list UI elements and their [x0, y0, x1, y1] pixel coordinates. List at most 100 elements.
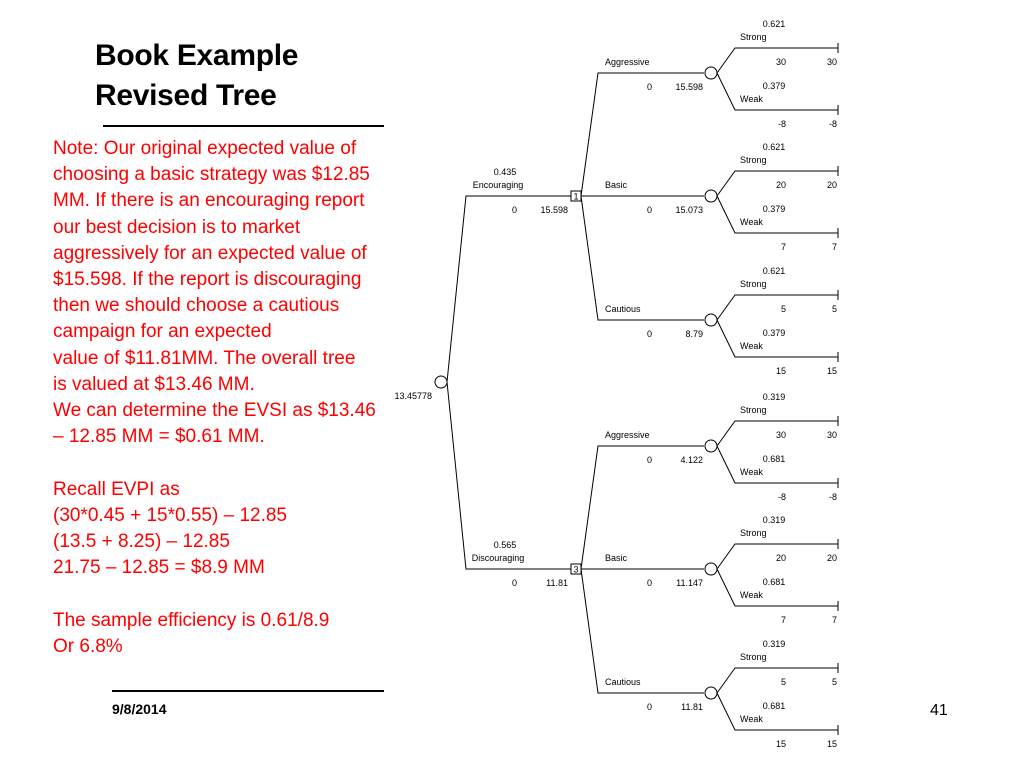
note-line: (13.5 + 8.25) – 12.85: [53, 531, 230, 553]
note-line: The sample efficiency is 0.61/8.9: [53, 609, 330, 631]
outcome-probability-label: 0.319: [763, 515, 786, 525]
outcome-probability-label: 0.681: [763, 577, 786, 587]
report-payoff-label: 0: [512, 578, 517, 588]
outcome-name-label: Strong: [740, 155, 767, 165]
option-payoff-label: 0: [647, 329, 652, 339]
outcome-name-label: Weak: [740, 590, 763, 600]
decision-node-id: 3: [573, 565, 578, 575]
report-value-label: 15.598: [540, 205, 568, 215]
outcome-name-label: Weak: [740, 94, 763, 104]
option-name-label: Aggressive: [605, 430, 650, 440]
note-line: 21.75 – 12.85 = $8.9 MM: [53, 557, 265, 579]
outcome-branch-line: [716, 667, 838, 694]
outcome-name-label: Weak: [740, 341, 763, 351]
outcome-chance-node: [704, 562, 718, 576]
outcome-name-label: Weak: [740, 467, 763, 477]
outcome-payoff-label: 7: [781, 242, 786, 252]
option-branch-line: [580, 445, 704, 570]
note-line: campaign for an expected: [53, 321, 272, 343]
terminal-value-label: 30: [827, 57, 837, 67]
option-payoff-label: 0: [647, 82, 652, 92]
outcome-probability-label: 0.681: [763, 701, 786, 711]
option-name-label: Cautious: [605, 677, 641, 687]
outcome-branch-line: [716, 543, 838, 570]
outcome-name-label: Weak: [740, 217, 763, 227]
slide-title: Book Example Revised Tree: [95, 36, 298, 116]
outcome-probability-label: 0.379: [763, 328, 786, 338]
note-line: choosing a basic strategy was $12.85: [53, 164, 370, 186]
footer-date: 9/8/2014: [112, 701, 167, 717]
report-name-label: Encouraging: [473, 180, 524, 190]
title-line-1: Book Example: [95, 39, 299, 72]
option-value-label: 8.79: [685, 329, 703, 339]
outcome-branch-line: [716, 170, 838, 197]
option-payoff-label: 0: [647, 578, 652, 588]
outcome-probability-label: 0.379: [763, 81, 786, 91]
note-line: our best decision is to market: [53, 216, 301, 238]
outcome-chance-node: [704, 313, 718, 327]
option-branch-line: [580, 195, 704, 321]
report-probability-label: 0.565: [494, 540, 517, 550]
outcome-payoff-label: -8: [778, 492, 786, 502]
outcome-payoff-label: 7: [781, 615, 786, 625]
report-branch-line: [446, 195, 571, 383]
note-line: aggressively for an expected value of: [53, 242, 367, 264]
outcome-payoff-label: 30: [776, 430, 786, 440]
option-payoff-label: 0: [647, 702, 652, 712]
option-value-label: 15.073: [675, 205, 703, 215]
outcome-payoff-label: -8: [778, 119, 786, 129]
outcome-name-label: Strong: [740, 279, 767, 289]
terminal-value-label: 20: [827, 180, 837, 190]
report-value-label: 11.81: [546, 578, 568, 588]
outcome-name-label: Strong: [740, 32, 767, 42]
outcome-payoff-label: 20: [776, 180, 786, 190]
outcome-branch-line: [716, 294, 838, 321]
note-line: is valued at $13.46 MM.: [53, 373, 255, 395]
outcome-branch-line: [716, 47, 838, 74]
note-line: – 12.85 MM = $0.61 MM.: [53, 426, 265, 448]
note-line: (30*0.45 + 15*0.55) – 12.85: [53, 504, 287, 526]
report-payoff-label: 0: [512, 205, 517, 215]
note-line: MM. If there is an encouraging report: [53, 190, 365, 212]
option-value-label: 11.81: [681, 702, 703, 712]
footer-divider: [112, 690, 384, 692]
terminal-value-label: 5: [832, 677, 837, 687]
outcome-payoff-label: 5: [781, 304, 786, 314]
report-branch-line: [446, 381, 571, 570]
outcome-name-label: Weak: [740, 714, 763, 724]
option-value-label: 11.147: [676, 578, 703, 588]
outcome-chance-node: [704, 66, 718, 80]
outcome-branch-line: [716, 692, 838, 731]
outcome-payoff-label: 5: [781, 677, 786, 687]
option-value-label: 15.598: [675, 82, 703, 92]
note-line: value of $11.81MM. The overall tree: [53, 347, 356, 369]
outcome-chance-node: [704, 439, 718, 453]
title-divider: [103, 125, 384, 127]
note-line: Recall EVPI as: [53, 478, 180, 500]
option-name-label: Aggressive: [605, 57, 650, 67]
outcome-branch-line: [716, 568, 838, 607]
outcome-probability-label: 0.621: [763, 266, 786, 276]
outcome-branch-line: [716, 72, 838, 111]
outcome-branch-line: [716, 319, 838, 358]
option-name-label: Cautious: [605, 304, 641, 314]
outcome-payoff-label: 15: [776, 366, 786, 376]
option-name-label: Basic: [605, 553, 628, 563]
option-value-label: 4.122: [680, 455, 703, 465]
note-line: Note: Our original expected value of: [53, 138, 357, 159]
outcome-branch-line: [716, 445, 838, 484]
terminal-value-label: 5: [832, 304, 837, 314]
terminal-value-label: 20: [827, 553, 837, 563]
outcome-name-label: Strong: [740, 652, 767, 662]
outcome-chance-node: [704, 189, 718, 203]
outcome-payoff-label: 15: [776, 739, 786, 749]
outcome-payoff-label: 20: [776, 553, 786, 563]
option-payoff-label: 0: [647, 455, 652, 465]
outcome-probability-label: 0.319: [763, 392, 786, 402]
outcome-branch-line: [716, 420, 838, 447]
option-name-label: Basic: [605, 180, 628, 190]
note-line: We can determine the EVSI as $13.46: [53, 400, 376, 422]
decision-node-id: 1: [573, 192, 578, 202]
terminal-value-label: 30: [827, 430, 837, 440]
